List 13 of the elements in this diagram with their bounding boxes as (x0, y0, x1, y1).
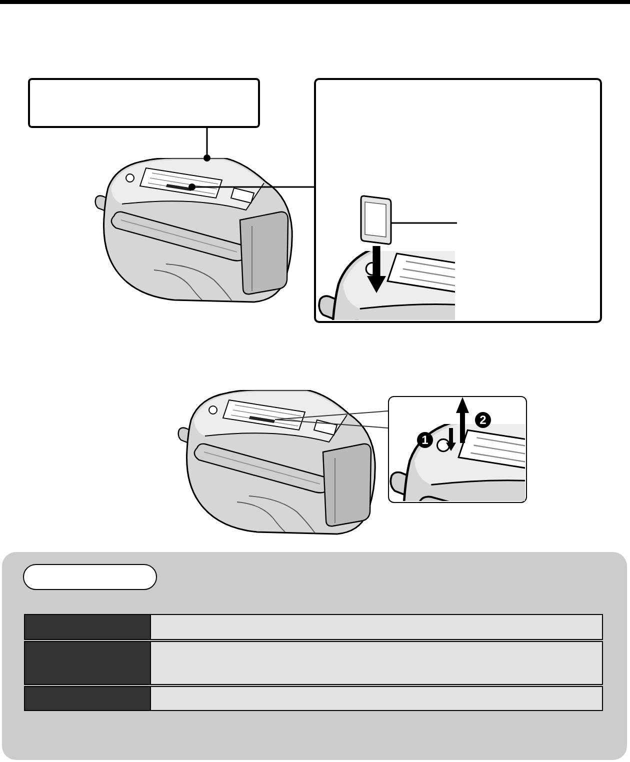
detail-inset-box (314, 78, 602, 323)
camcorder-drawing (177, 390, 377, 536)
memory-card-drawing (360, 194, 392, 244)
zoom-lines (274, 410, 388, 428)
leader-line (204, 128, 210, 162)
card-slot (249, 416, 275, 423)
detail-inset-box (388, 396, 527, 503)
camcorder-drawing (94, 158, 294, 304)
leader-line (188, 184, 314, 190)
card-slot (166, 184, 192, 191)
leader-line (392, 222, 457, 224)
callout-box (28, 78, 260, 128)
heading-tab (23, 564, 157, 590)
